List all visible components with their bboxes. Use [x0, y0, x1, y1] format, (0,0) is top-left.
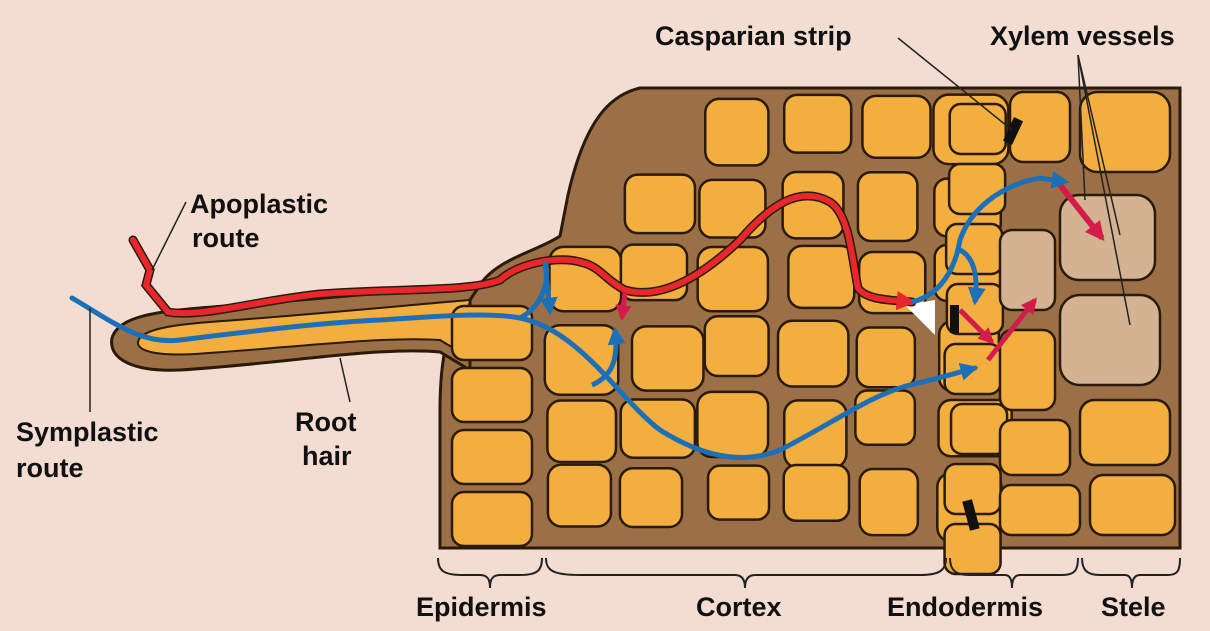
label-apoplastic-route-line2: route: [192, 222, 260, 254]
cortex-cell: [855, 390, 914, 444]
cortex-cell: [705, 316, 769, 376]
endodermis-cell: [950, 104, 1006, 154]
stele-cell: [1000, 485, 1080, 535]
cortex-cell: [858, 172, 917, 241]
cortex-cell: [705, 99, 768, 166]
endodermis-cell: [951, 404, 1007, 454]
cortex-cell: [857, 327, 915, 387]
label-epidermis: Epidermis: [416, 591, 547, 623]
stele-cell: [1000, 330, 1055, 410]
endodermis-cell: [949, 164, 1005, 214]
cortex-cell: [708, 466, 769, 520]
cortex-cell: [632, 326, 703, 390]
cortex-cell: [860, 469, 918, 535]
label-apoplastic-route-line1: Apoplastic: [190, 188, 328, 220]
cortex-cell: [784, 465, 849, 521]
stele-cell: [1080, 400, 1170, 465]
label-stele: Stele: [1101, 591, 1166, 623]
stele-cell: [1060, 295, 1160, 385]
label-symplastic-route-line2: route: [16, 452, 84, 484]
label-cortex: Cortex: [696, 591, 782, 623]
cortex-cell: [547, 400, 616, 462]
cortex-cell: [548, 465, 611, 527]
label-symplastic-route-line1: Symplastic: [16, 416, 159, 448]
stele-cell: [1000, 420, 1070, 475]
cortex-cell: [625, 175, 695, 233]
cortex-cell: [862, 96, 930, 158]
epidermis-cell: [452, 492, 532, 546]
label-root-hair-line2: hair: [302, 440, 352, 472]
cortex-cell: [697, 392, 768, 457]
epidermis-cell: [452, 430, 532, 484]
label-xylem-vessels: Xylem vessels: [990, 20, 1175, 52]
label-endodermis: Endodermis: [887, 591, 1043, 623]
region-braces: [438, 558, 1180, 588]
epidermis-cell: [452, 368, 532, 422]
stele-cell: [1000, 230, 1055, 310]
label-casparian-strip: Casparian strip: [655, 20, 852, 52]
endodermis-cell: [945, 524, 1001, 574]
cortex-cell: [788, 246, 854, 308]
label-root-hair-line1: Root: [295, 406, 356, 438]
cortex-cell: [620, 468, 682, 527]
stele-cell: [1090, 475, 1175, 535]
cortex-cell: [778, 321, 848, 387]
cortex-cell: [784, 400, 846, 467]
cortex-cell: [784, 95, 851, 153]
cortex-cell: [698, 247, 768, 311]
cortex-cell: [545, 325, 618, 394]
